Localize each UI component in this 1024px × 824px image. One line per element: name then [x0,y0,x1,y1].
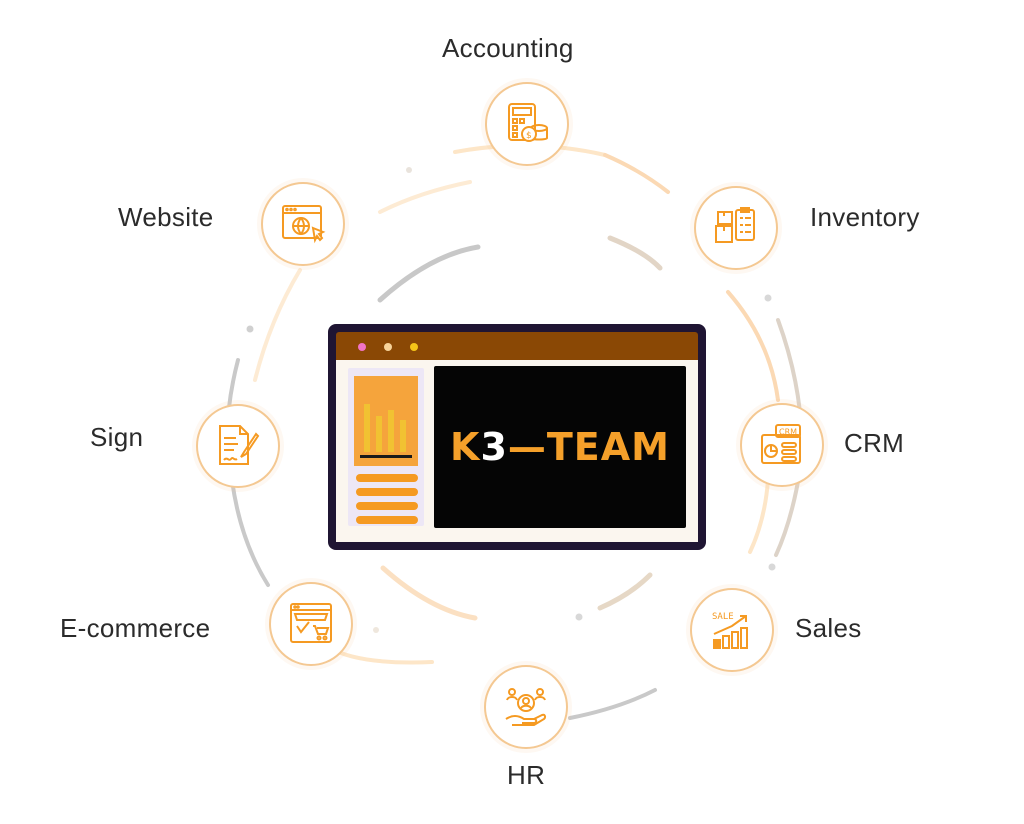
people-hand-icon [505,688,547,726]
storefront-cart-icon [290,603,332,643]
module-label-crm: CRM [844,428,905,458]
boxes-clipboard-icon [715,207,755,243]
brand-logo: K3—TEAM [449,425,670,469]
svg-text:SALE: SALE [712,612,734,622]
sales-growth-chart-icon: SALE [712,612,748,649]
mini-bar [364,404,370,452]
module-label-inventory: Inventory [810,202,920,232]
window-titlebar [336,332,698,360]
window-dot-pink [358,343,366,351]
document-pen-icon [219,425,260,465]
module-label-hr: HR [507,760,546,790]
module-website[interactable] [261,182,345,266]
module-inventory[interactable] [694,186,778,270]
svg-text:CRM: CRM [779,428,797,437]
main-screen: K3—TEAM [434,366,686,528]
chart-baseline [360,455,412,458]
bar-chart-card [354,376,418,466]
mini-bar [400,420,406,452]
sidebar-panel [348,368,424,526]
window-dot-cream [384,343,392,351]
module-hr[interactable] [484,665,568,749]
calculator-coins-icon: $ [508,103,548,142]
crm-dashboard-icon: CRM [761,424,801,464]
browser-window: K3—TEAM [328,324,706,550]
module-sign[interactable] [196,404,280,488]
window-viewport: K3—TEAM [336,360,698,542]
mini-bar [388,410,394,452]
menu-line [356,488,418,496]
menu-line [356,474,418,482]
module-sales[interactable]: SALE [690,588,774,672]
module-label-sign: Sign [90,422,144,452]
module-accounting[interactable]: $ [485,82,569,166]
module-label-accounting: Accounting [442,33,574,63]
window-dot-yellow [410,343,418,351]
mini-bar [376,416,382,452]
menu-line [356,516,418,524]
browser-globe-cursor-icon [282,205,326,244]
module-ecommerce[interactable] [269,582,353,666]
module-label-ecommerce: E-commerce [60,613,211,643]
menu-line [356,502,418,510]
module-crm[interactable]: CRM [740,403,824,487]
svg-text:$: $ [526,131,532,141]
module-label-sales: Sales [795,613,862,643]
module-label-website: Website [118,202,214,232]
